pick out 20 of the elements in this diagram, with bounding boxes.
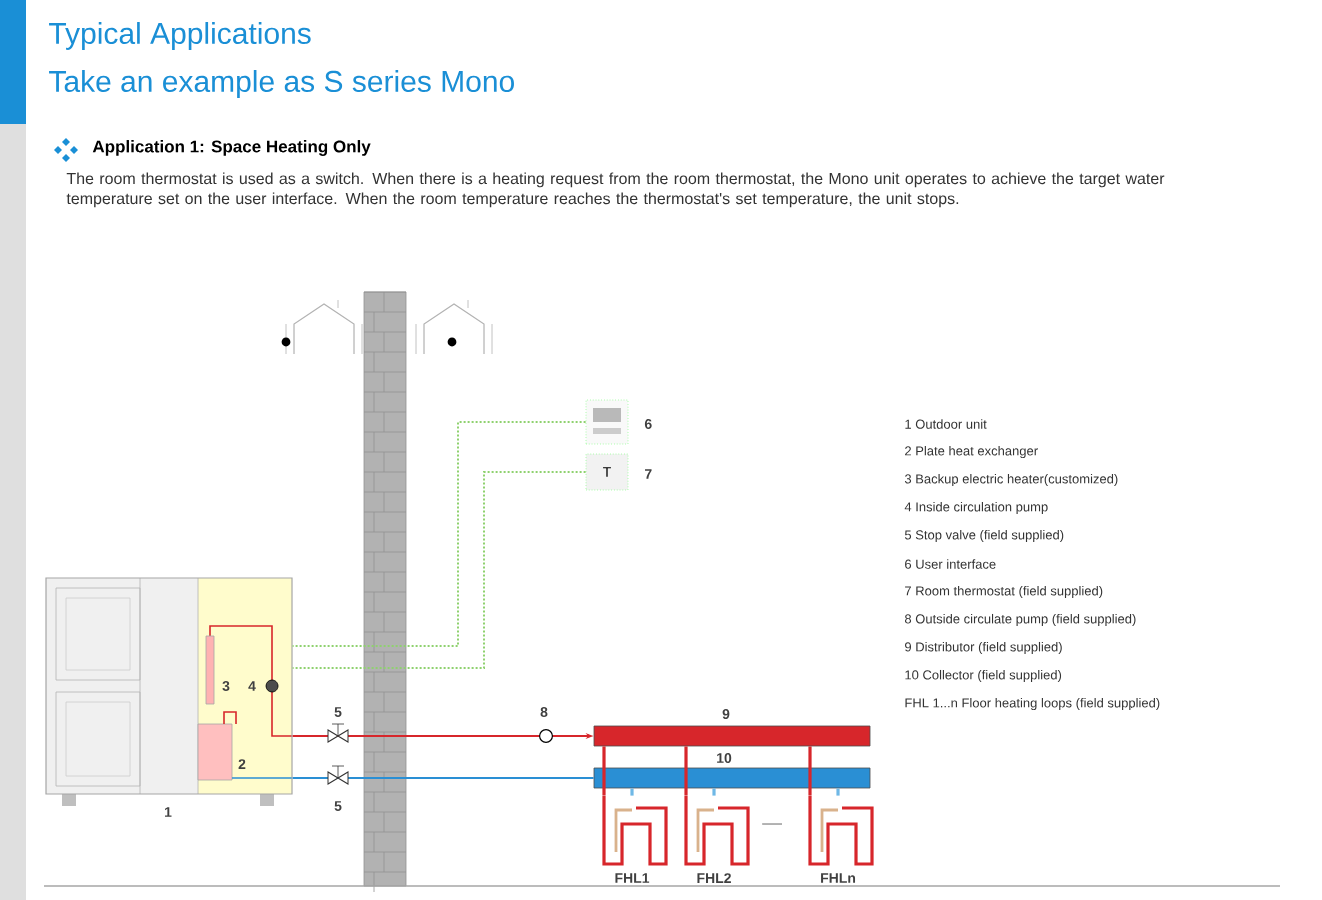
distributor-bar	[593, 725, 871, 747]
pipe	[291, 777, 595, 779]
floor-loop-drawing	[684, 796, 750, 866]
user-interface-drawing	[585, 399, 629, 445]
collector-bar	[593, 767, 871, 789]
floor-loop-drawing	[808, 796, 874, 866]
wire	[291, 421, 587, 647]
floor-loop-drawing	[602, 796, 668, 866]
title: Typical Applications	[49, 22, 311, 50]
pipe	[602, 746, 606, 796]
pipe	[836, 788, 840, 796]
pipe	[808, 746, 812, 796]
paragraph: The room thermostat is used as a switch. When there is a heating request from the room thermostat, the Mono unit operates to achieve the target water temperature set on the user interface. When the room temperature reaches the thermostat's set temperature, the unit stops.	[66, 172, 1165, 208]
subtitle: Take an example as S series Mono	[49, 70, 514, 98]
wire	[291, 471, 587, 669]
heading: Application 1: Space Heating Only	[92, 140, 371, 156]
pipe	[630, 788, 634, 796]
outdoor-unit-drawing	[45, 577, 293, 806]
pipe	[684, 746, 688, 796]
pipe	[712, 788, 716, 796]
